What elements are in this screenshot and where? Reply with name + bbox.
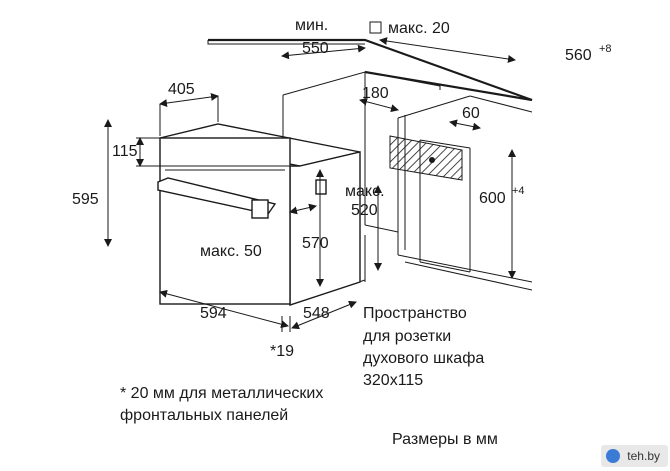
watermark-badge: teh.by	[601, 445, 668, 467]
dimension-lines	[104, 21, 516, 332]
label-600: 600	[479, 190, 506, 207]
footnote-line2: фронтальных панелей	[120, 407, 288, 424]
socket-note-line4: 320x115	[363, 372, 423, 389]
socket-note: Пространство для розетки духового шкафа …	[363, 305, 484, 389]
socket-note-line1: Пространство	[363, 305, 467, 322]
footnote-line1: * 20 мм для металлических	[120, 385, 323, 402]
label-19: *19	[270, 343, 294, 360]
label-548: 548	[303, 305, 330, 322]
label-60: 60	[462, 105, 480, 122]
label-180: 180	[362, 85, 389, 102]
label-115: 115	[112, 143, 138, 160]
label-405: 405	[168, 81, 195, 98]
label-min: мин.	[295, 17, 328, 34]
label-595: 595	[72, 191, 99, 208]
label-max50: макс. 50	[200, 243, 262, 260]
watermark-text: teh.by	[627, 449, 660, 463]
label-560-sup: +8	[599, 43, 612, 55]
socket-note-line2: для розетки	[363, 328, 451, 345]
dimension-labels: мин. 550 макс. 20 560 +8 405 180 60 115 …	[72, 17, 612, 360]
label-550: 550	[302, 40, 329, 57]
logo-icon	[606, 449, 621, 463]
label-560: 560	[565, 47, 592, 64]
label-max: макс.	[345, 183, 385, 200]
label-520: 520	[351, 202, 378, 219]
units-note: Размеры в мм	[392, 431, 498, 448]
socket-space-hatch	[389, 135, 463, 181]
label-594: 594	[200, 305, 227, 322]
footnote: * 20 мм для металлических фронтальных па…	[120, 385, 323, 424]
label-600-sup: +4	[512, 185, 525, 197]
oven-body	[157, 123, 361, 306]
label-max20: макс. 20	[388, 20, 450, 37]
socket-note-line3: духового шкафа	[363, 350, 484, 367]
label-570: 570	[302, 235, 329, 252]
